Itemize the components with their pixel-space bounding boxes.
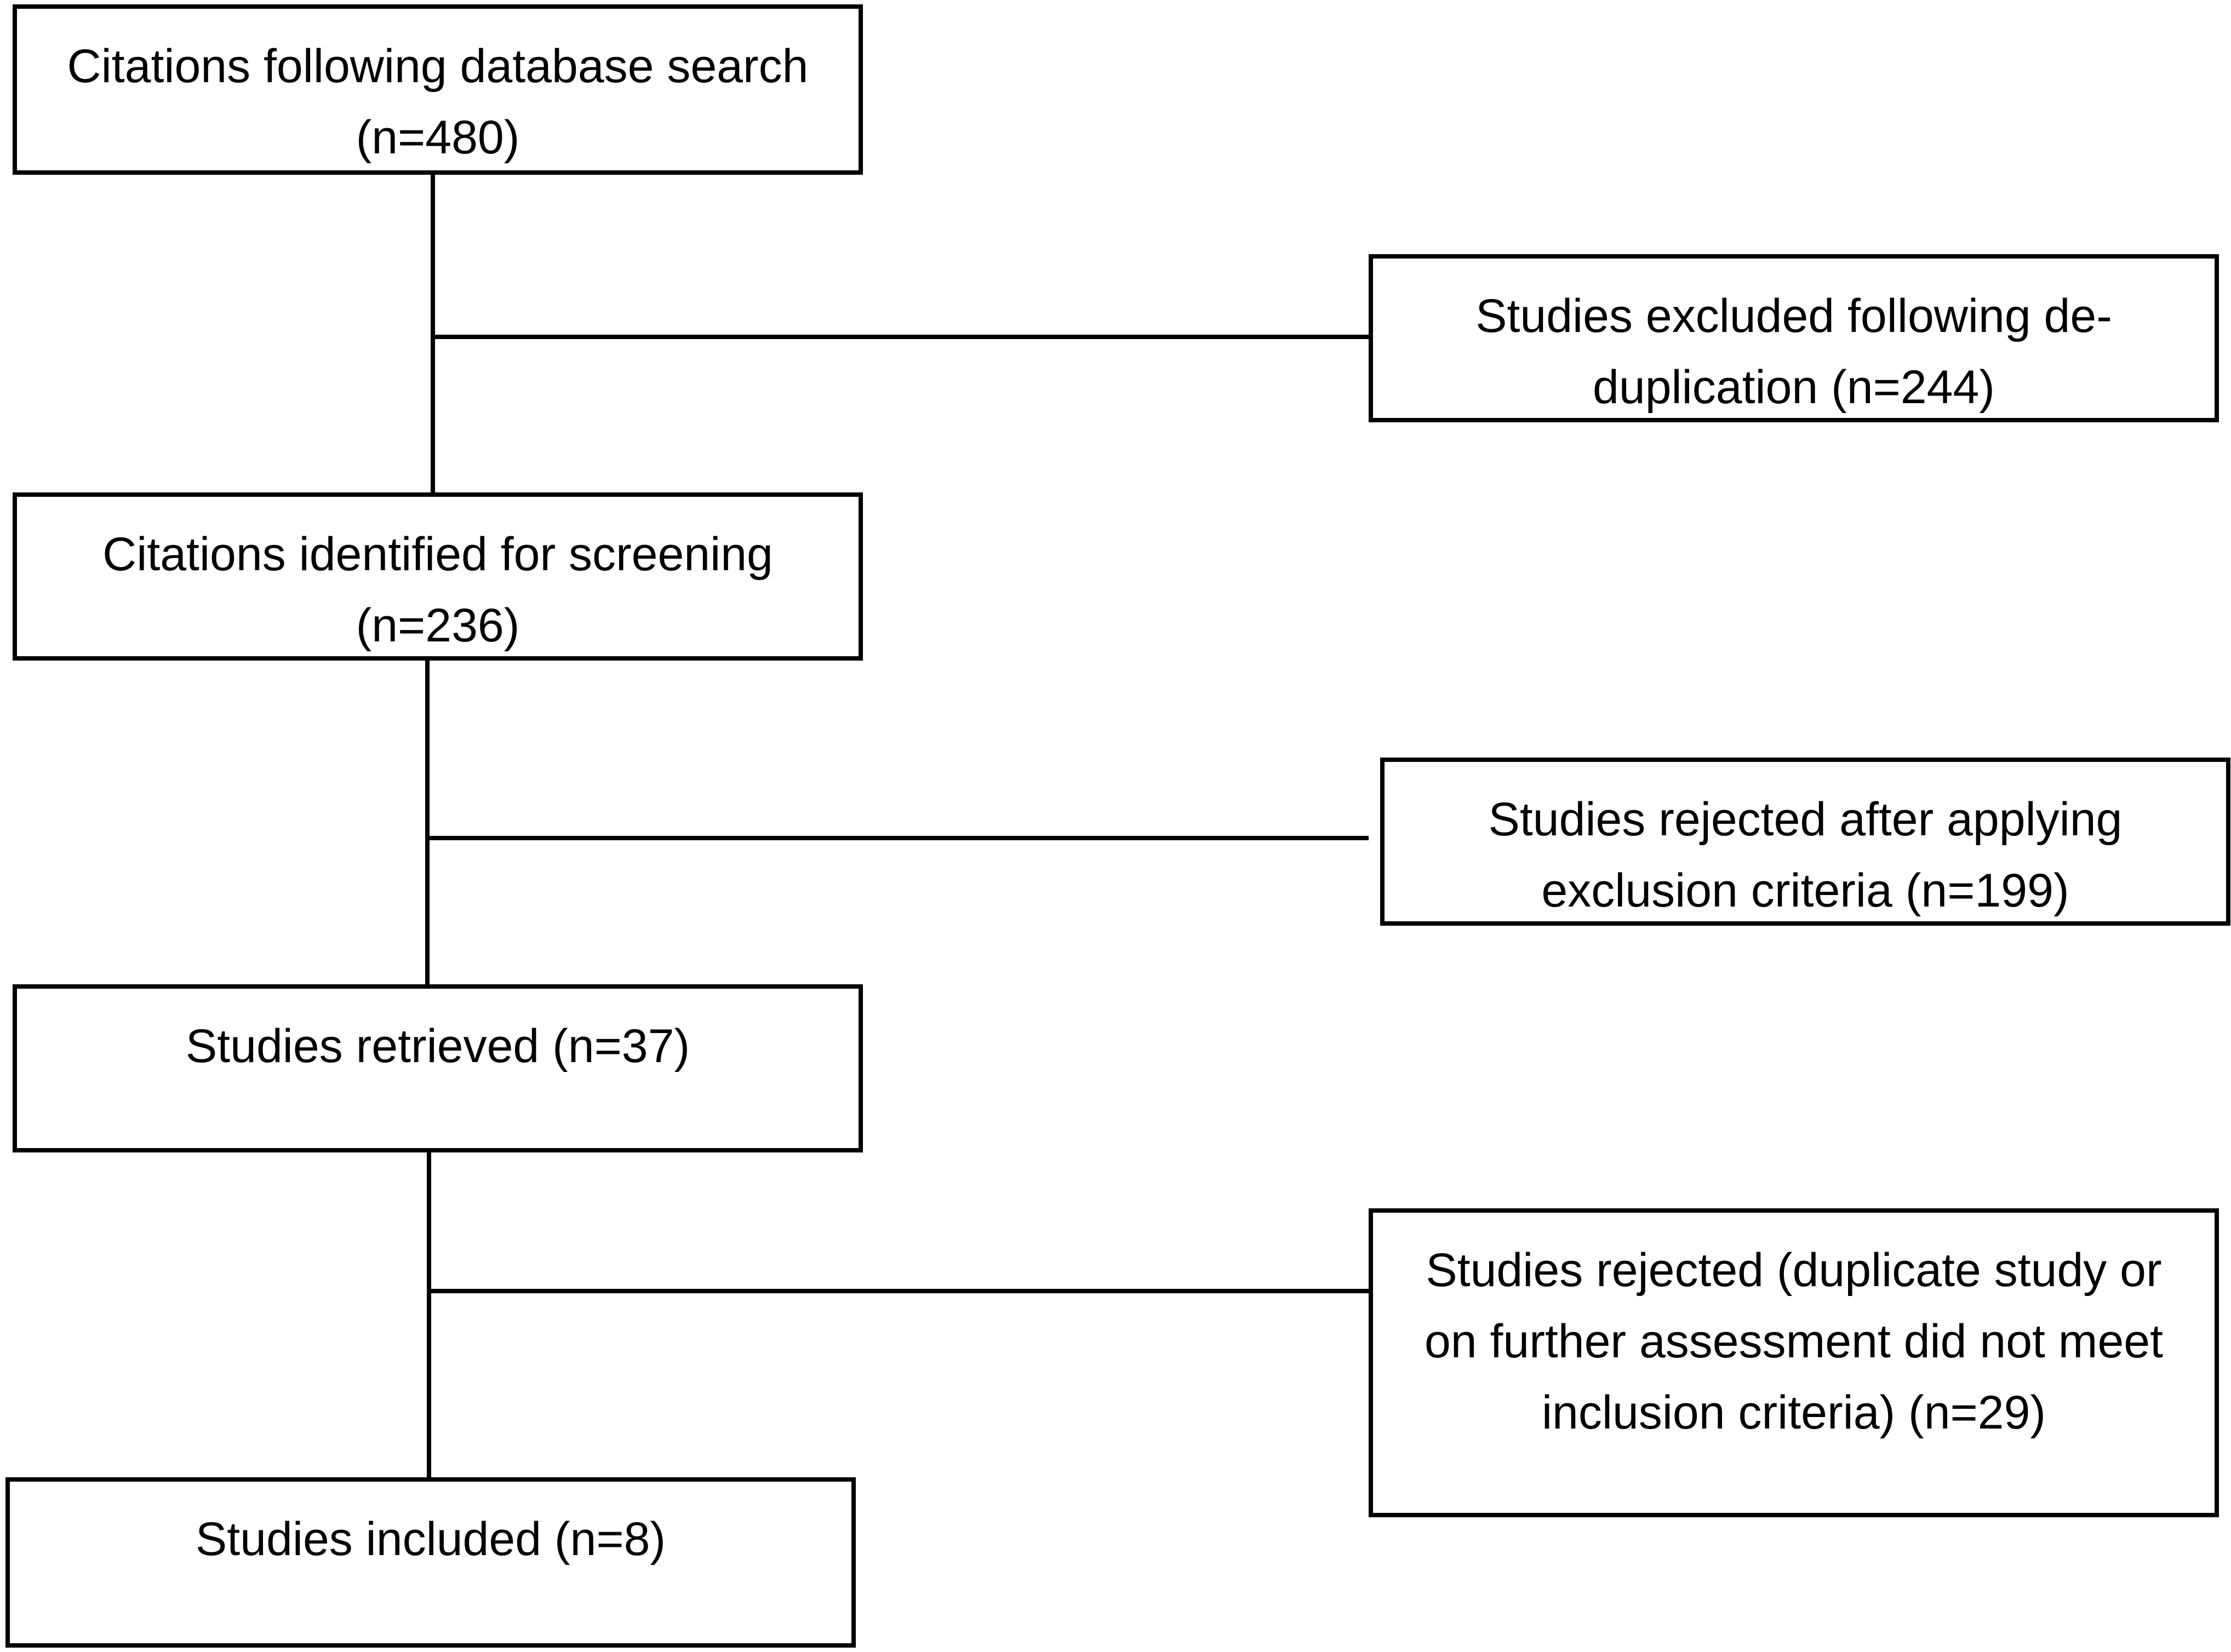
box-studies-retrieved-text: Studies retrieved (n=37) [185,1020,690,1072]
box-citations-database-search-text: Citations following database search (n=4… [67,40,809,164]
box-identified-for-screening: Citations identified for screening (n=23… [13,492,863,661]
box-excluded-deduplication-text: Studies excluded following de-duplicatio… [1475,290,2112,414]
box-rejected-exclusion-criteria-text: Studies rejected after applying exclusio… [1488,793,2123,917]
box-studies-retrieved: Studies retrieved (n=37) [13,984,863,1152]
box-identified-for-screening-text: Citations identified for screening (n=23… [102,528,773,652]
box-citations-database-search: Citations following database search (n=4… [13,4,863,175]
box-excluded-deduplication: Studies excluded following de-duplicatio… [1369,254,2219,422]
box-studies-included-text: Studies included (n=8) [195,1513,666,1565]
box-rejected-further-assessment: Studies rejected (duplicate study or on … [1369,1208,2219,1517]
box-rejected-exclusion-criteria: Studies rejected after applying exclusio… [1380,758,2230,926]
box-rejected-further-assessment-text: Studies rejected (duplicate study or on … [1424,1244,2164,1439]
box-studies-included: Studies included (n=8) [5,1477,856,1648]
